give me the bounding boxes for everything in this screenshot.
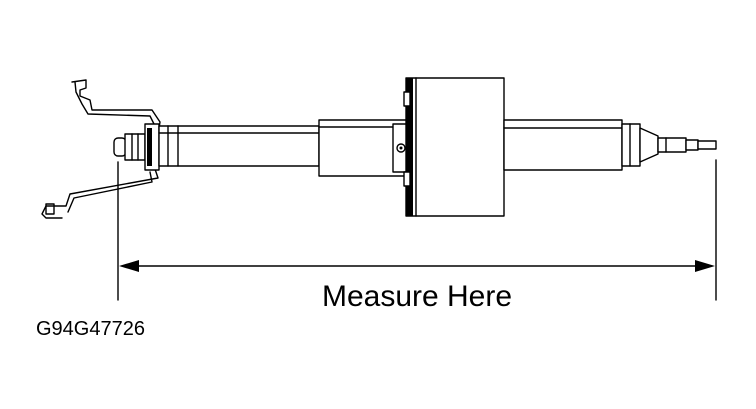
right-shaft [503,119,717,171]
dimension-arrow [119,260,715,272]
right-arrowhead [695,260,715,272]
housing-block [403,77,505,217]
lower-bracket [41,159,159,219]
figure-code: G94G47726 [36,318,145,340]
left-shaft [158,125,320,167]
mounting-plate [144,123,160,171]
column-tube [318,119,410,177]
left-end-fitting [113,133,146,161]
left-arrowhead [119,260,139,272]
measure-label: Measure Here [322,280,512,313]
upper-bracket [71,79,161,136]
